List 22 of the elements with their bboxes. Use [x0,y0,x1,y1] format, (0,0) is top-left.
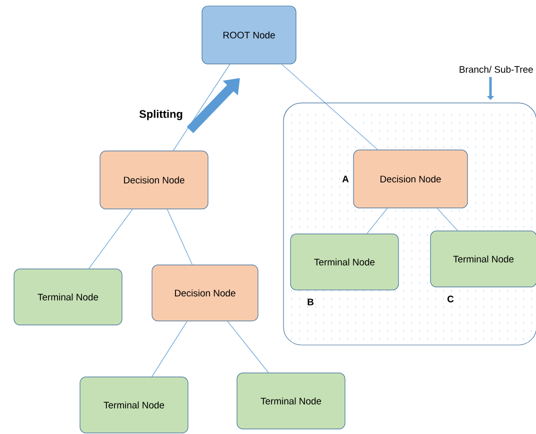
connector-line [227,320,269,373]
terminal-node-box: Terminal Node [290,234,399,290]
connector-line [166,208,193,265]
letter-label: C [447,296,454,302]
decision-node-box: Decision Node [152,264,258,322]
terminal-node-box: Terminal Node [430,230,536,288]
terminal-node-box: Terminal Node [80,376,188,434]
heading-text: Branch/ Sub-Tree [460,66,533,73]
splitting-label: Splitting [139,110,182,120]
terminal-node-box: Terminal Node [14,268,122,326]
letter-label: B [308,298,314,306]
connector-line [172,64,230,151]
connector-line [436,208,458,231]
decision-node-box: Decision Node [353,150,468,208]
connector-line [152,320,188,377]
connector-line [88,208,133,269]
connector-line [282,64,378,150]
decision-node-box: Decision Node [100,150,208,210]
root-node-box: ROOT Node [202,6,296,64]
letter-label: A [342,176,349,182]
connector-line [366,208,388,234]
terminal-node-box: Terminal Node [236,372,346,430]
